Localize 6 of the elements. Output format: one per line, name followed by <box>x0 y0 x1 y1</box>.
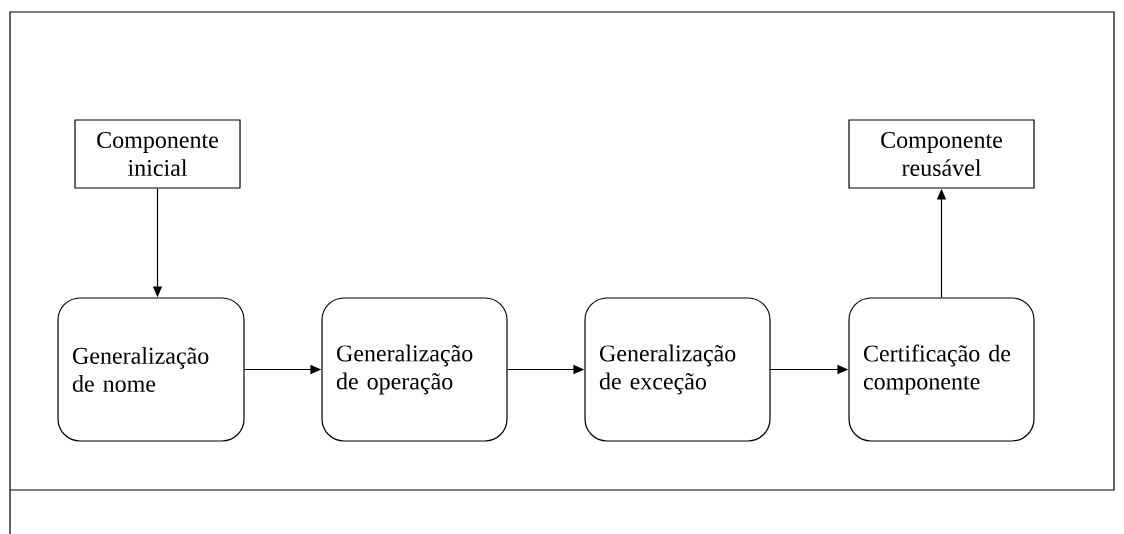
process-box: Componente reusável <box>848 119 1035 189</box>
rounded-process-box: Generalização de nome <box>57 297 245 442</box>
rounded-process-box: Generalização de operação <box>321 297 508 442</box>
process-box: Componente inicial <box>74 119 241 189</box>
rounded-process-box: Certificação de componente <box>848 297 1035 442</box>
rounded-process-box: Generalização de exceção <box>584 297 771 442</box>
